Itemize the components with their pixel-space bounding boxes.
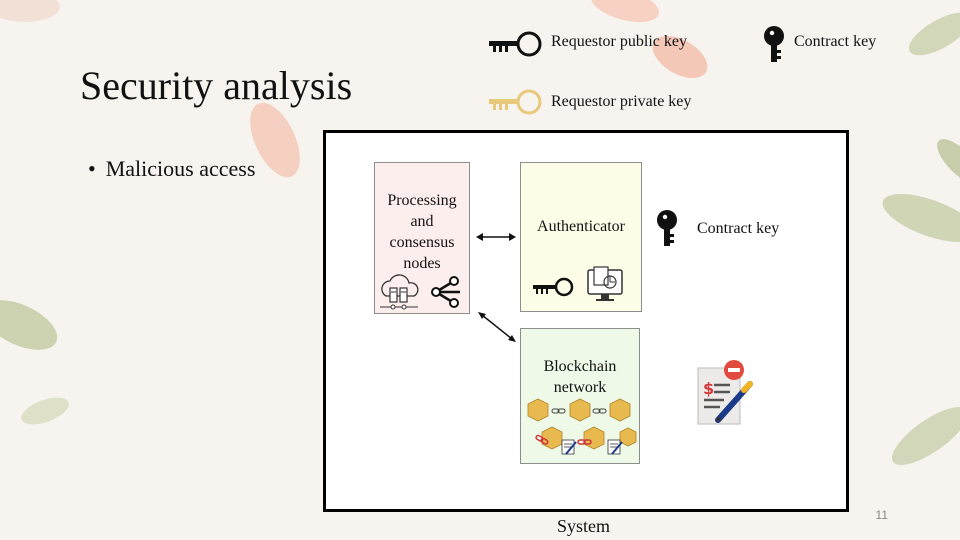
authenticator-label: Authenticator (537, 218, 625, 235)
private-key-icon (489, 89, 542, 115)
decor-leaf-right-4 (883, 397, 960, 475)
legend-public-key: Requestor public key (551, 33, 687, 50)
bullet-text: Malicious access (105, 156, 256, 181)
processing-label-line-2: and (410, 213, 434, 230)
bullet-dot: • (88, 156, 96, 181)
arrow-processing-blockchain (478, 312, 516, 342)
share-network-icon (431, 276, 460, 308)
processing-nodes-label: Processing and consensus nodes (374, 190, 470, 274)
public-key-icon (489, 31, 542, 57)
legend-contract-key: Contract key (794, 33, 877, 50)
decor-leaf-right-3 (930, 132, 960, 192)
decor-leaf-left-2 (17, 392, 73, 430)
slide-title: Security analysis (80, 63, 353, 108)
processing-label-line-3: consensus (389, 234, 455, 251)
blockchain-network-label: Blockchain network (520, 356, 640, 398)
blockchain-label-line-1: Blockchain (543, 358, 617, 375)
arrow-processing-authenticator (476, 233, 516, 241)
contract-key-icon (764, 26, 784, 62)
system-contract-key-label: Contract key (697, 220, 780, 237)
decor-leaf-left-1 (0, 289, 65, 361)
decor-petal-topleft (0, 0, 60, 22)
page-number: 11 (875, 508, 888, 522)
processing-label-line-4: nodes (403, 255, 441, 272)
contract-key-icon-system (657, 210, 677, 246)
computer-monitor-icon (587, 266, 623, 301)
svg-text:$: $ (703, 379, 714, 398)
blockchain-blocks-icon (527, 398, 637, 455)
bullet-item: • Malicious access (88, 156, 255, 182)
contract-document-icon: $ (697, 360, 753, 425)
decor-petal-top (587, 0, 663, 29)
cloud-server-icon (380, 274, 419, 310)
legend-private-key: Requestor private key (551, 93, 692, 110)
decor-leaf-right-2 (902, 4, 960, 64)
requestor-public-key-icon (533, 277, 574, 297)
decor-leaf-right-1 (876, 183, 960, 253)
processing-label-line-1: Processing (387, 192, 457, 209)
blockchain-label-line-2: network (553, 379, 607, 396)
system-label: System (557, 516, 611, 536)
